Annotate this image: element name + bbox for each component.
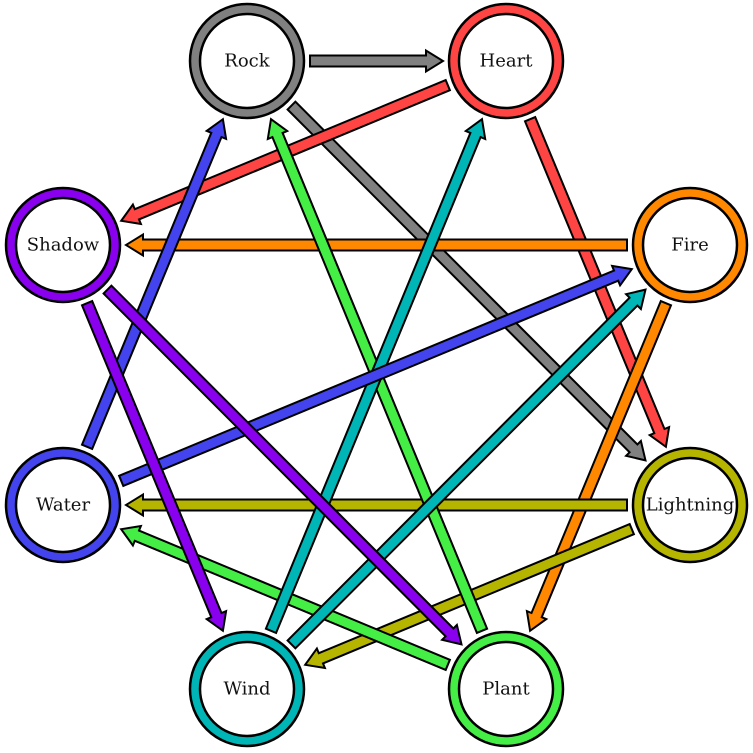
node-label-wind: Wind	[223, 679, 270, 700]
node-label-shadow: Shadow	[27, 235, 100, 256]
edges	[80, 48, 673, 672]
node-center-heart	[457, 12, 555, 110]
edge-rock-to-heart	[309, 48, 445, 74]
node-water: Water	[4, 446, 122, 564]
node-center-shadow	[14, 196, 112, 294]
node-lightning: Lightning	[631, 446, 749, 564]
node-shadow: Shadow	[4, 186, 122, 304]
node-center-rock	[198, 12, 296, 110]
node-label-rock: Rock	[224, 51, 270, 72]
node-rock: Rock	[188, 2, 306, 120]
node-fire: Fire	[631, 186, 749, 304]
node-label-fire: Fire	[671, 235, 709, 256]
node-plant: Plant	[447, 630, 565, 748]
node-center-water	[14, 456, 112, 554]
node-label-lightning: Lightning	[646, 495, 735, 516]
edge-shadow-to-plant	[102, 284, 463, 646]
edge-lightning-to-water	[124, 492, 628, 518]
node-center-lightning	[641, 456, 739, 554]
node-heart: Heart	[447, 2, 565, 120]
node-label-water: Water	[36, 495, 91, 516]
node-label-heart: Heart	[480, 51, 534, 72]
node-wind: Wind	[188, 630, 306, 748]
node-center-plant	[457, 640, 555, 738]
node-label-plant: Plant	[482, 679, 530, 700]
node-center-wind	[198, 640, 296, 738]
edge-shadow-to-wind	[80, 299, 228, 633]
edge-fire-to-plant	[525, 299, 673, 633]
node-center-fire	[641, 196, 739, 294]
edge-fire-to-shadow	[124, 232, 628, 258]
